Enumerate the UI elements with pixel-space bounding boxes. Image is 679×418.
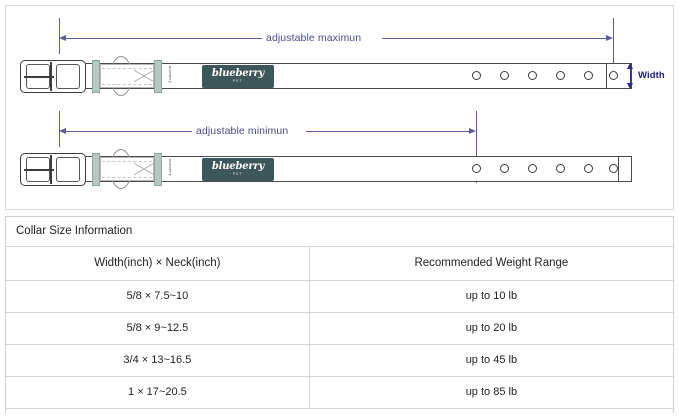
- cell-size: 5/8 × 7.5~10: [6, 280, 310, 313]
- cell-weight: up to 10 lb: [309, 280, 673, 313]
- stitch-dash-top-max: [102, 68, 152, 69]
- width-label: Width: [638, 70, 665, 81]
- brand-logo-max: blueberry PET: [202, 65, 274, 88]
- care-label-tag-max: blueberry: [168, 66, 171, 83]
- max-dim-line-left: [62, 38, 262, 39]
- adjust-hole: [528, 164, 537, 173]
- collar-size-table: Collar Size Information Width(inch) × Ne…: [5, 216, 674, 418]
- adjust-hole: [609, 71, 618, 80]
- table-row: 3/4 × 13~16.5 up to 45 lb: [6, 344, 673, 377]
- brand-logo-subtext-min: PET: [233, 172, 243, 177]
- min-dim-line-left: [62, 131, 192, 132]
- table-row: 5/8 × 7.5~10 up to 10 lb: [6, 280, 673, 313]
- stitch-cross-min: [134, 157, 154, 181]
- max-right-extension-line: [613, 18, 614, 78]
- cell-size: 3/4 × 13~16.5: [6, 344, 310, 377]
- keeper-loop-1-min: [92, 153, 100, 186]
- min-arrow-left-icon: [59, 127, 66, 134]
- cell-weight: up to 85 lb: [309, 376, 673, 409]
- adjust-hole: [556, 164, 565, 173]
- adjust-hole: [556, 71, 565, 80]
- min-arrow-right-icon: [469, 127, 476, 134]
- buckle-prong-min: [24, 168, 54, 171]
- min-right-extension-line: [476, 111, 477, 183]
- table-header-row: Width(inch) × Neck(inch) Recommended Wei…: [6, 246, 673, 281]
- width-arrow-down-icon: [626, 83, 633, 89]
- table-title: Collar Size Information: [6, 217, 673, 247]
- adjust-hole: [584, 71, 593, 80]
- adjustable-minimum-label: adjustable minimun: [196, 125, 289, 137]
- adjust-hole: [472, 71, 481, 80]
- width-dimension-line: [630, 63, 631, 89]
- adjust-hole: [528, 71, 537, 80]
- brand-logo-subtext-max: PET: [233, 79, 243, 84]
- stitch-cross-max: [134, 64, 154, 88]
- buckle-prong-max: [24, 75, 54, 78]
- adjustable-maximum-label: adjustable maximun: [266, 32, 362, 44]
- max-arrow-right-icon: [606, 34, 613, 41]
- keeper-loop-2-min: [154, 153, 162, 186]
- collar-diagram: adjustable maximun blueberry: [5, 5, 674, 210]
- stitch-dash-bottom-max: [102, 84, 152, 85]
- buckle-right-pane-min: [56, 157, 80, 182]
- stitch-dash-bottom-min: [102, 177, 152, 178]
- brand-logo-min: blueberry PET: [202, 158, 274, 181]
- table-row: 5/8 × 9~12.5 up to 20 lb: [6, 312, 673, 345]
- cell-weight: up to 45 lb: [309, 344, 673, 377]
- table-row: 1 × 17~20.5 up to 85 lb: [6, 376, 673, 409]
- keeper-loop-1-max: [92, 60, 100, 93]
- column-header-weight: Recommended Weight Range: [309, 246, 673, 281]
- max-dim-line-right: [382, 38, 610, 39]
- max-arrow-left-icon: [59, 34, 66, 41]
- cell-size: 1 × 17~20.5: [6, 376, 310, 409]
- stitch-dash-top-min: [102, 161, 152, 162]
- care-label-tag-min: blueberry: [168, 159, 171, 176]
- adjust-hole: [472, 164, 481, 173]
- table-tips-row: Tips: Measure the circumference of pet's…: [6, 408, 673, 418]
- adjust-hole: [500, 71, 509, 80]
- table-title-row: Collar Size Information: [6, 217, 673, 247]
- cell-size: 5/8 × 9~12.5: [6, 312, 310, 345]
- adjust-hole: [500, 164, 509, 173]
- adjust-hole: [584, 164, 593, 173]
- brand-logo-text-min: blueberry: [211, 161, 265, 173]
- buckle-right-pane-max: [56, 64, 80, 89]
- keeper-loop-2-max: [154, 60, 162, 93]
- adjust-hole: [609, 164, 618, 173]
- min-dim-line-right: [306, 131, 473, 132]
- cell-weight: up to 20 lb: [309, 312, 673, 345]
- brand-logo-text-max: blueberry: [211, 68, 265, 80]
- strap-tip-min: [618, 156, 632, 182]
- width-arrow-up-icon: [626, 63, 633, 69]
- column-header-size: Width(inch) × Neck(inch): [6, 246, 310, 281]
- tips-text: Tips: Measure the circumference of pet's…: [6, 408, 673, 418]
